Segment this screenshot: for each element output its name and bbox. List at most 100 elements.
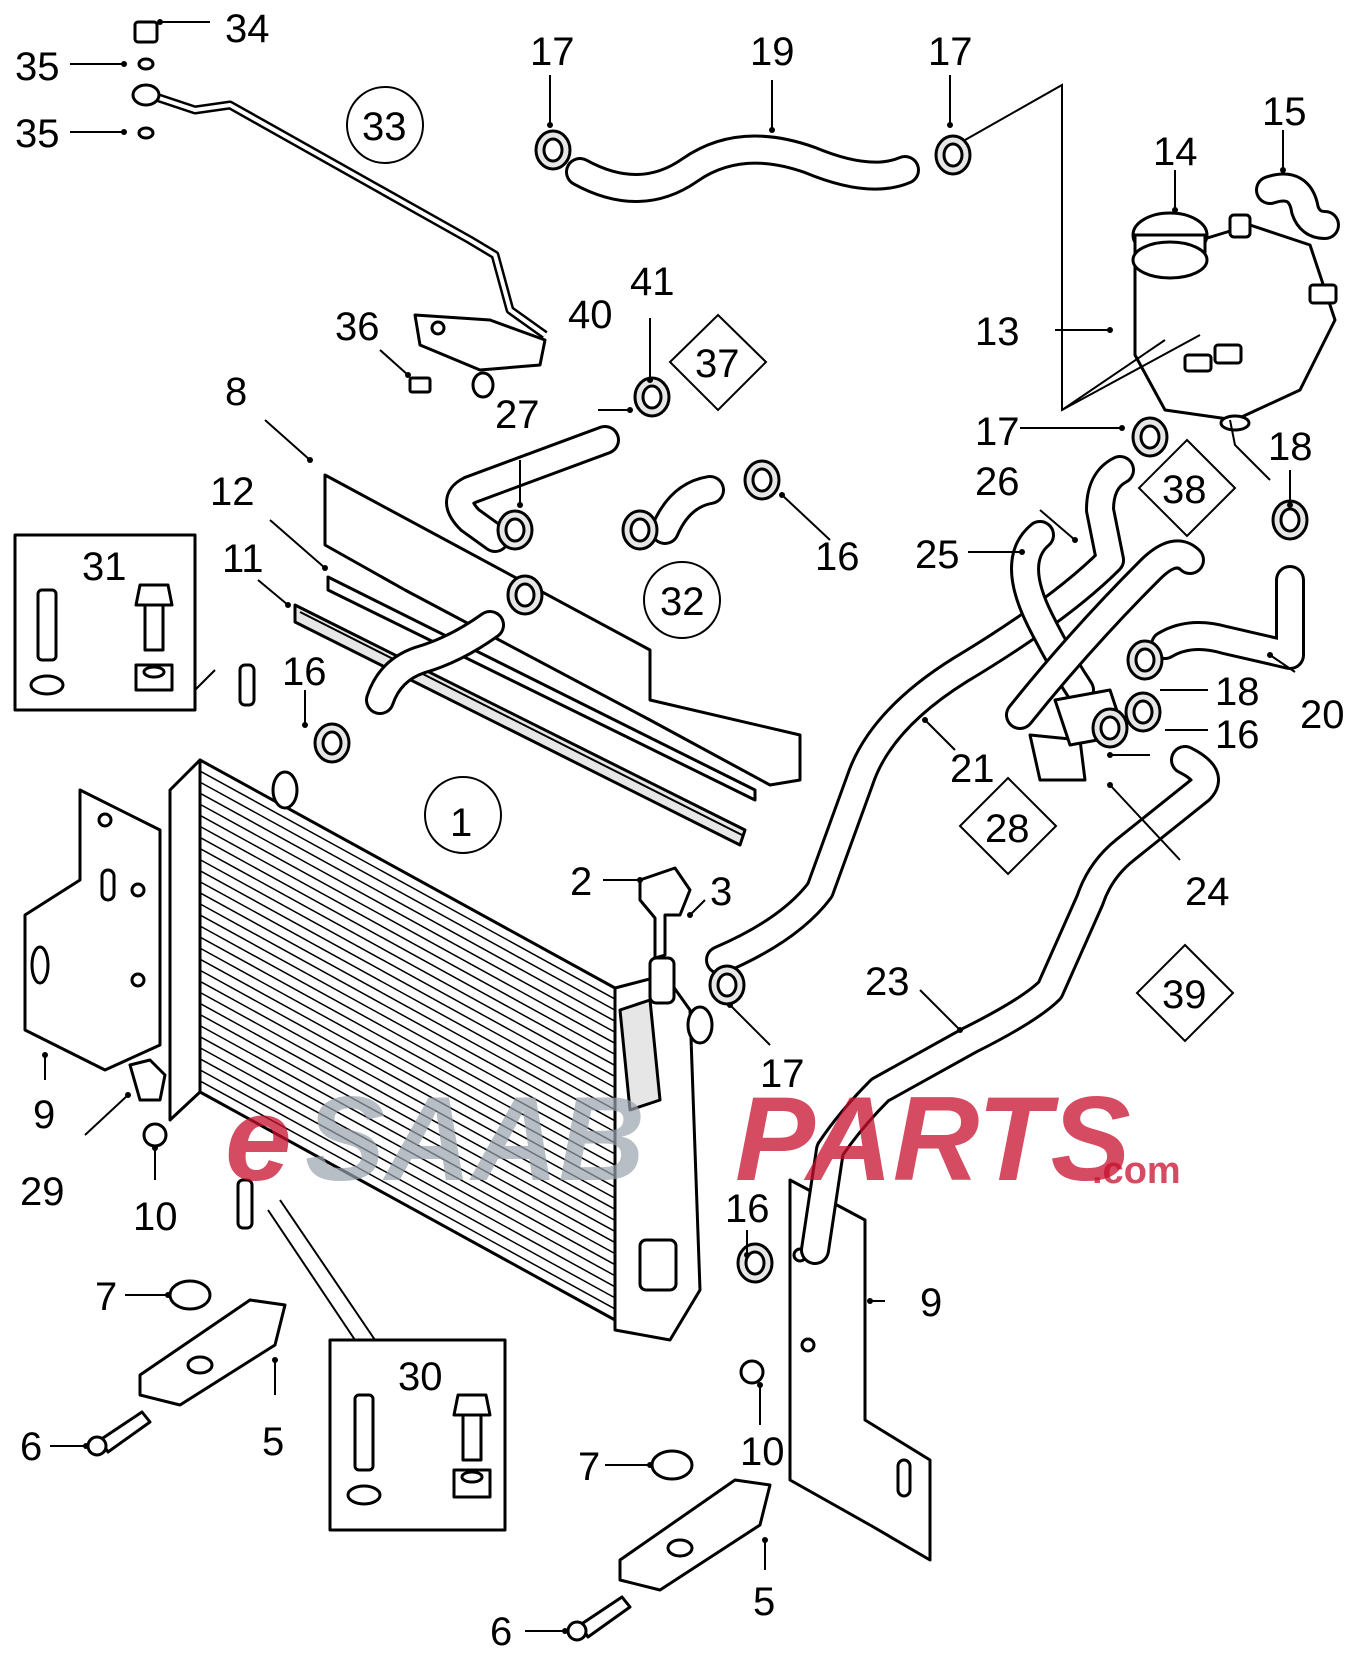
callout-31: 31 [82, 545, 127, 589]
callout-8: 8 [225, 370, 247, 414]
radiator-fin [199, 1024, 616, 1255]
callout-24: 24 [1185, 870, 1230, 914]
hose-clamp-bore [942, 142, 964, 168]
callout-10-right: 10 [740, 1430, 785, 1474]
misc-parts [86, 866, 772, 1642]
callout-28: 28 [985, 807, 1030, 851]
callout-9-left: 9 [33, 1093, 55, 1137]
radiator-fin [199, 881, 616, 1111]
callout-6-left: 6 [20, 1425, 42, 1469]
radiator-fin [199, 925, 616, 1155]
hose-clamp-bore [716, 972, 738, 998]
radiator-fin [199, 1080, 616, 1310]
esaabparts-watermark: e SAAB PARTS .com [225, 1072, 1181, 1206]
callout-11: 11 [222, 537, 264, 581]
radiator-fin [199, 1069, 616, 1299]
hose-clamp-bore [744, 1250, 766, 1276]
callout-25: 25 [915, 533, 960, 577]
oil-cooler-pipe [131, 20, 548, 399]
callout-32: 32 [660, 580, 705, 624]
upper-air-guide [323, 473, 802, 787]
callout-23: 23 [865, 960, 910, 1004]
callout-27: 27 [495, 393, 540, 437]
hose-clamp-bore [514, 582, 536, 608]
hose-clamp-bore [1132, 699, 1154, 725]
callout-1: 1 [450, 801, 472, 845]
callout-21: 21 [950, 747, 995, 791]
callout-17-top-left: 17 [530, 30, 575, 74]
callout-16-right: 16 [1215, 713, 1260, 757]
hose-clamp-bore [751, 467, 773, 493]
callout-3: 3 [710, 870, 732, 914]
hoses [365, 134, 1340, 1265]
watermark-e: e [225, 1072, 292, 1206]
radiator-fin [199, 903, 616, 1133]
radiator-fin [199, 969, 616, 1199]
callout-41: 41 [630, 260, 675, 304]
watermark-parts: PARTS [735, 1072, 1131, 1206]
hose-clamp-bore [1134, 647, 1156, 673]
callout-30: 30 [398, 1355, 443, 1399]
radiator-fin [199, 1002, 616, 1233]
callout-9-right: 9 [920, 1281, 942, 1325]
callout-13: 13 [975, 310, 1020, 354]
callout-35-lower: 35 [15, 112, 60, 156]
fastener-kit-30 [236, 1178, 507, 1532]
callout-15: 15 [1262, 90, 1307, 134]
watermark-saab: SAAB [305, 1072, 645, 1206]
callout-40: 40 [568, 293, 613, 337]
hose-clamp-bore [1099, 715, 1121, 741]
radiator-fin [199, 792, 616, 1022]
radiator-fin [199, 892, 616, 1122]
callout-6-right: 6 [490, 1610, 512, 1654]
callout-17-right: 17 [975, 410, 1020, 454]
hose-clamp-bore [629, 517, 651, 543]
callout-37: 37 [695, 342, 740, 386]
hose-clamp-bore [504, 517, 526, 543]
radiator-fin [199, 847, 616, 1078]
leader-lines [42, 19, 1296, 1634]
callout-2: 2 [570, 860, 592, 904]
air-guide-right [788, 1178, 932, 1562]
hose-clamp-bore [1139, 424, 1161, 450]
air-guide-left [23, 788, 162, 1072]
radiator-fin [199, 803, 616, 1033]
callout-16-bottom: 16 [725, 1187, 770, 1231]
callout-26: 26 [975, 460, 1020, 504]
radiator [168, 758, 714, 1342]
radiator-fin [199, 980, 616, 1210]
callout-19: 19 [750, 30, 795, 74]
hose-clamp-bore [542, 137, 564, 163]
callout-16-top: 16 [815, 535, 860, 579]
radiator-fin [199, 1036, 616, 1266]
callout-5-right: 5 [753, 1580, 775, 1624]
radiator-fin [199, 870, 616, 1100]
radiator-fin [199, 814, 616, 1044]
callout-17-bottom: 17 [760, 1052, 805, 1096]
callout-20: 20 [1300, 693, 1345, 737]
callout-5-left: 5 [262, 1420, 284, 1464]
callout-34: 34 [225, 7, 270, 51]
callout-33: 33 [362, 105, 407, 149]
callout-17-top-right: 17 [928, 30, 973, 74]
callout-18-upper: 18 [1268, 425, 1313, 469]
callout-38: 38 [1162, 468, 1207, 512]
watermark-domain: .com [1092, 1150, 1181, 1192]
hose-clamp-bore [321, 730, 343, 756]
callout-7-right: 7 [578, 1445, 600, 1489]
radiator-fin [199, 770, 616, 1000]
callout-18-lower: 18 [1215, 670, 1260, 714]
hose-clamp-bore [1279, 507, 1301, 533]
expansion-tank [1131, 211, 1338, 432]
callout-12: 12 [210, 470, 255, 514]
radiator-fin [199, 1013, 616, 1244]
radiator-fin [199, 1047, 616, 1277]
radiator-fin [199, 825, 616, 1056]
radiator-fin [199, 936, 616, 1166]
hose-clamps [313, 129, 1309, 1284]
reference-markers [346, 86, 1237, 1043]
radiator-fin [199, 914, 616, 1144]
radiator-fin [199, 958, 616, 1188]
radiator-fin [199, 858, 616, 1089]
